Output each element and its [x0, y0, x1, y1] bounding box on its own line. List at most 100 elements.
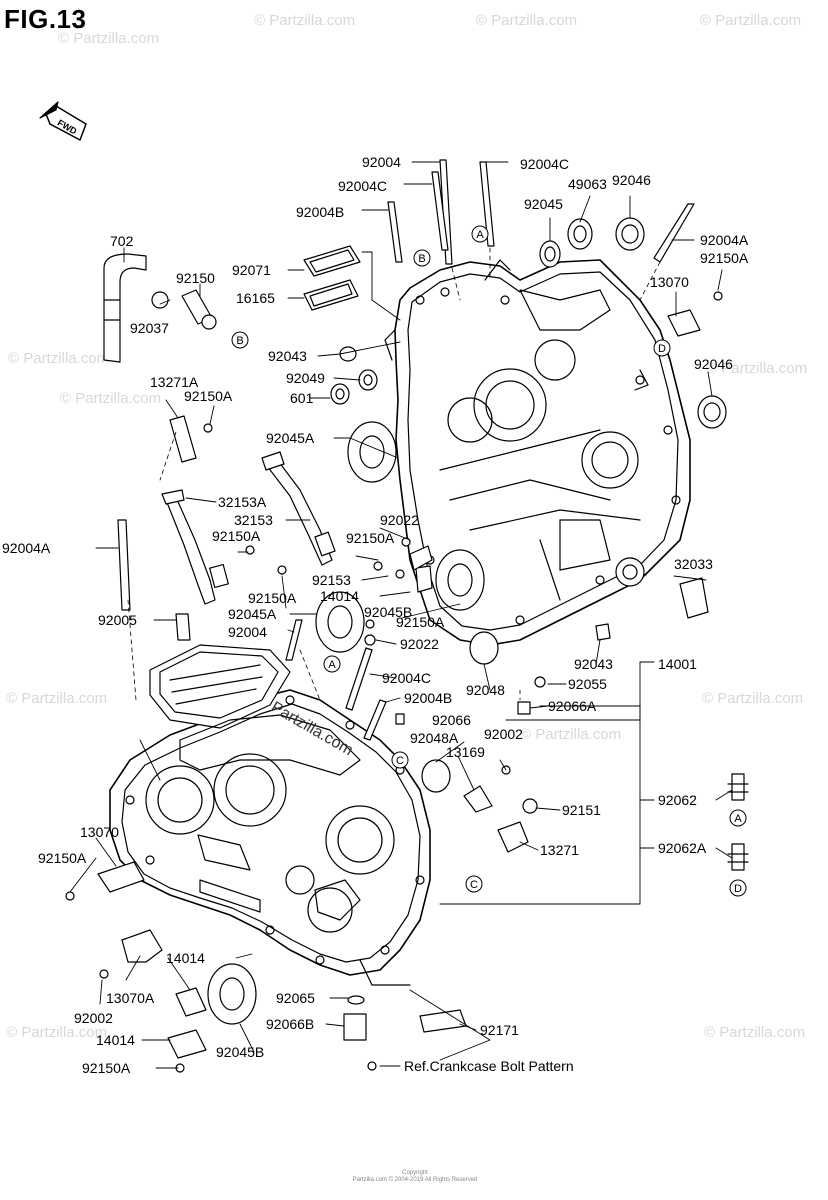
- part-label: 92150A: [184, 388, 233, 404]
- watermark: © Partzilla.com: [254, 12, 356, 29]
- callout-a: A: [734, 813, 742, 825]
- callout-circles: [231, 225, 747, 897]
- callout-d: D: [734, 883, 742, 895]
- part-label: 92150A: [346, 530, 395, 546]
- part-label: 32033: [674, 556, 713, 572]
- bearings: [207, 217, 727, 1025]
- oil-pipes: [161, 451, 336, 605]
- gaskets: [303, 245, 361, 311]
- part-label: 92055: [568, 676, 607, 692]
- callout-d: D: [658, 343, 666, 355]
- part-label: 92150A: [396, 614, 445, 630]
- copyright-footer: Copyright Partzilla.com © 2004-2019 All …: [330, 1170, 500, 1184]
- part-label: 13070A: [106, 990, 155, 1006]
- part-label: 13169: [446, 744, 485, 760]
- part-label: 32153: [234, 512, 273, 528]
- part-label: 92049: [286, 370, 325, 386]
- part-label: 601: [290, 390, 314, 406]
- part-label: 92045A: [266, 430, 315, 446]
- part-label: 14014: [166, 950, 205, 966]
- part-label: 92062A: [658, 840, 707, 856]
- small-parts: [97, 309, 749, 1059]
- watermark: © Partzilla.com: [702, 690, 804, 707]
- part-label: 92004B: [404, 690, 453, 706]
- part-label: 92046: [694, 356, 733, 372]
- callout-a: A: [476, 229, 484, 241]
- part-label: 92151: [562, 802, 601, 818]
- watermark: © Partzilla.com: [706, 360, 808, 377]
- part-label: 92048: [466, 682, 505, 698]
- part-label: 92022: [380, 512, 419, 528]
- part-label: 14014: [96, 1032, 135, 1048]
- part-label: 92150A: [248, 590, 297, 606]
- part-label: 92004A: [700, 232, 749, 248]
- part-label: 14001: [658, 656, 697, 672]
- part-label: 92004C: [382, 670, 432, 686]
- part-label: 92004: [362, 154, 401, 170]
- part-label: 702: [110, 233, 134, 249]
- part-label: 13271: [540, 842, 579, 858]
- callout-b: B: [418, 253, 425, 265]
- figure-title: FIG.13: [4, 4, 87, 34]
- part-label: 92045A: [228, 606, 277, 622]
- part-label: 92065: [276, 990, 315, 1006]
- breather-hose: [103, 253, 147, 363]
- part-label: 14014: [320, 588, 359, 604]
- part-label: 92004A: [2, 540, 51, 556]
- part-label: 92045B: [364, 604, 413, 620]
- watermark: © Partzilla.com: [6, 1024, 108, 1041]
- part-label: 16165: [236, 290, 275, 306]
- part-label: 92004C: [520, 156, 570, 172]
- part-label: 92150A: [38, 850, 87, 866]
- part-label: 92150A: [212, 528, 261, 544]
- part-label: 92066B: [266, 1016, 315, 1032]
- part-label: 92004B: [296, 204, 345, 220]
- part-label: 13271A: [150, 374, 199, 390]
- watermark: © Partzilla.com: [58, 30, 160, 47]
- part-label: 92045B: [216, 1044, 265, 1060]
- part-label: 92005: [98, 612, 137, 628]
- bolts: [65, 291, 723, 1073]
- part-label: 92071: [232, 262, 271, 278]
- part-label: 13070: [80, 824, 119, 840]
- lower-crankcase-half: [109, 644, 431, 986]
- watermark: © Partzilla.com: [704, 1024, 806, 1041]
- hose-fitting: [181, 289, 217, 330]
- watermark: © Partzilla.com: [520, 726, 622, 743]
- dashed-lines: [127, 247, 661, 701]
- leader-lines: [69, 161, 733, 1069]
- part-label: 92150A: [82, 1060, 131, 1076]
- part-label: 92150: [176, 270, 215, 286]
- part-label: 92171: [480, 1022, 519, 1038]
- part-label: 92043: [574, 656, 613, 672]
- part-label: 92002: [484, 726, 523, 742]
- callout-c: C: [396, 755, 404, 767]
- part-label: 92022: [400, 636, 439, 652]
- part-label: 92046: [612, 172, 651, 188]
- part-label: 92150A: [700, 250, 749, 266]
- callout-b: B: [236, 335, 243, 347]
- part-label: 92004C: [338, 178, 388, 194]
- part-label: 92045: [524, 196, 563, 212]
- part-label: 92066: [432, 712, 471, 728]
- fwd-arrow-icon: FWD: [39, 101, 87, 141]
- watermark: © Partzilla.com: [60, 390, 162, 407]
- watermark: © Partzilla.com: [8, 350, 110, 367]
- part-label: 92062: [658, 792, 697, 808]
- part-label: 92002: [74, 1010, 113, 1026]
- callout-c: C: [470, 879, 478, 891]
- part-label: 92004: [228, 624, 267, 640]
- part-label: 92153: [312, 572, 351, 588]
- part-label: 92037: [130, 320, 169, 336]
- part-label: 92048A: [410, 730, 459, 746]
- part-label: 13070: [650, 274, 689, 290]
- footer-line-1: Copyright: [402, 1170, 428, 1176]
- watermark: © Partzilla.com: [476, 12, 578, 29]
- part-label: 32153A: [218, 494, 267, 510]
- hose-clamp: [151, 291, 169, 309]
- watermark: © Partzilla.com: [6, 690, 108, 707]
- watermark: © Partzilla.com: [700, 12, 802, 29]
- part-label: 92066A: [548, 698, 597, 714]
